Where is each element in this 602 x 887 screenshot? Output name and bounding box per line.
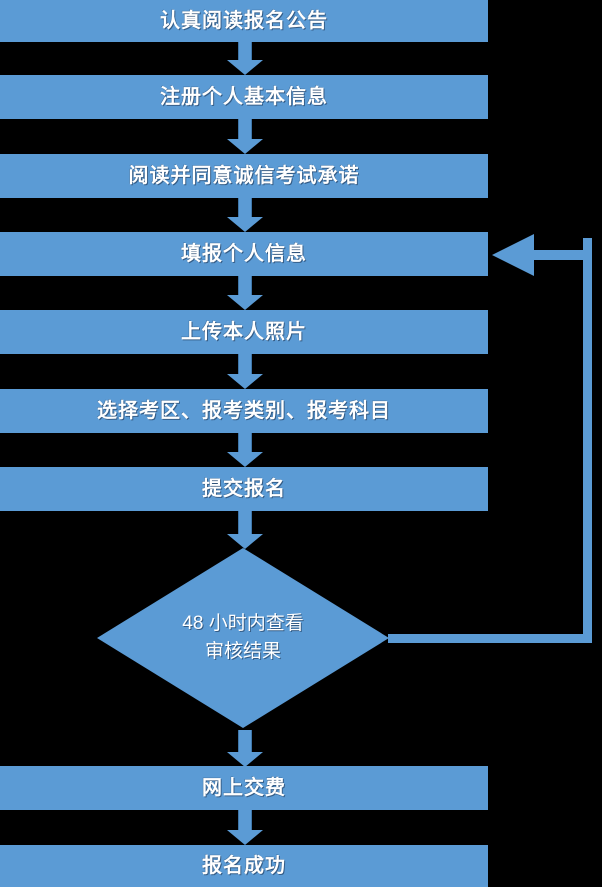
arrow-shaft — [238, 730, 252, 754]
flow-node-read-announcement[interactable]: 认真阅读报名公告 — [0, 0, 488, 42]
flow-node-register-basic-info[interactable]: 注册个人基本信息 — [0, 75, 488, 119]
arrow-head — [227, 374, 263, 389]
connector-arrow-1 — [227, 42, 263, 75]
arrow-shaft — [238, 42, 252, 62]
connector-arrow-9 — [227, 810, 263, 845]
flow-node-upload-photo[interactable]: 上传本人照片 — [0, 310, 488, 354]
flow-node-submit-application[interactable]: 提交报名 — [0, 467, 488, 511]
flow-node-label: 认真阅读报名公告 — [160, 9, 328, 32]
arrow-head — [227, 830, 263, 845]
feedback-loop-arrow-head — [492, 234, 534, 276]
arrow-shaft — [238, 433, 252, 454]
arrow-head — [227, 217, 263, 232]
flow-node-label: 填报个人信息 — [181, 242, 307, 265]
flow-node-online-payment[interactable]: 网上交费 — [0, 766, 488, 810]
flow-node-select-exam-area-category-subject[interactable]: 选择考区、报考类别、报考科目 — [0, 389, 488, 433]
arrow-shaft — [238, 511, 252, 536]
flow-node-label: 提交报名 — [202, 477, 286, 500]
feedback-loop-horizontal-bottom — [388, 634, 592, 643]
arrow-shaft — [238, 276, 252, 297]
flow-node-registration-success[interactable]: 报名成功 — [0, 845, 488, 887]
connector-arrow-2 — [227, 119, 263, 154]
flow-node-label: 报名成功 — [202, 854, 286, 877]
connector-arrow-6 — [227, 433, 263, 467]
arrow-shaft — [238, 198, 252, 219]
arrow-head — [227, 295, 263, 310]
flow-node-label: 网上交费 — [202, 776, 286, 799]
connector-arrow-8 — [227, 730, 263, 767]
flow-node-label: 注册个人基本信息 — [160, 85, 328, 108]
feedback-loop-horizontal-top — [534, 250, 592, 260]
arrow-head — [227, 752, 263, 767]
flow-node-check-review-result[interactable]: 48 小时内查看 审核结果 — [97, 548, 389, 728]
flow-node-agree-integrity-pledge[interactable]: 阅读并同意诚信考试承诺 — [0, 154, 488, 198]
flow-node-label: 上传本人照片 — [181, 320, 307, 343]
arrow-shaft — [238, 119, 252, 141]
arrow-shaft — [238, 354, 252, 376]
arrow-head — [227, 139, 263, 154]
arrow-head — [227, 534, 263, 549]
diamond-shape — [97, 548, 389, 728]
connector-arrow-7 — [227, 511, 263, 549]
flow-node-fill-personal-info[interactable]: 填报个人信息 — [0, 232, 488, 276]
flow-node-label: 选择考区、报考类别、报考科目 — [97, 399, 391, 422]
flow-node-label: 阅读并同意诚信考试承诺 — [128, 164, 360, 187]
arrow-head — [227, 452, 263, 467]
arrow-shaft — [238, 810, 252, 832]
connector-arrow-3 — [227, 198, 263, 232]
feedback-loop-vertical-right — [583, 238, 592, 643]
arrow-head — [227, 60, 263, 75]
connector-arrow-4 — [227, 276, 263, 310]
connector-arrow-5 — [227, 354, 263, 389]
